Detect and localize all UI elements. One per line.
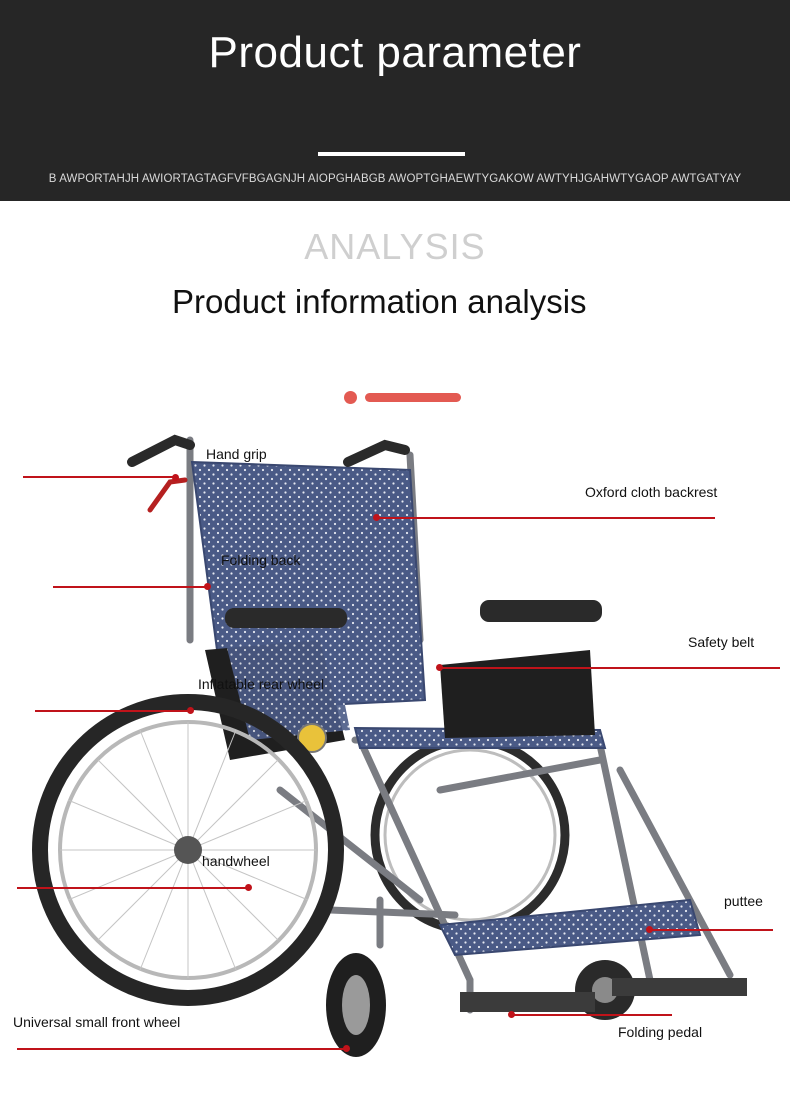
callout-line-rear-wheel xyxy=(35,710,190,712)
near-rear-wheel xyxy=(32,694,344,1006)
header-banner: Product parameter B AWPORTAHJH AWIORTAGT… xyxy=(0,0,790,201)
callout-dot-oxford-backrest xyxy=(373,514,380,521)
callout-hand-grip: Hand grip xyxy=(206,446,267,462)
callout-puttee: puttee xyxy=(724,893,763,909)
callout-dot-front-wheel xyxy=(343,1045,350,1052)
callout-dot-safety-belt xyxy=(436,664,443,671)
armrests xyxy=(225,600,602,628)
callout-safety-belt: Safety belt xyxy=(688,634,755,650)
page-title: Product parameter xyxy=(208,28,582,77)
callout-line-folding-pedal xyxy=(512,1014,672,1016)
callout-line-folding-back xyxy=(53,586,208,588)
hand-grips xyxy=(127,434,410,467)
callout-line-front-wheel xyxy=(17,1048,347,1050)
callout-line-oxford-backrest xyxy=(377,517,715,519)
near-front-wheel xyxy=(326,953,386,1057)
callout-folding-pedal: Folding pedal xyxy=(618,1024,703,1040)
callout-line-safety-belt xyxy=(440,667,780,669)
calf-strap xyxy=(438,898,702,957)
callout-dot-hand-grip xyxy=(172,474,179,481)
wheelchair-image xyxy=(32,434,747,1057)
side-panel xyxy=(440,650,595,738)
section-title: Product information analysis xyxy=(172,283,587,320)
callout-line-handwheel xyxy=(17,887,249,889)
callout-dot-handwheel xyxy=(245,884,252,891)
callout-front-wheel: Universal small front wheel xyxy=(13,1014,181,1030)
callout-oxford-backrest: Oxford cloth backrest xyxy=(585,484,718,500)
callout-folding-back: Folding back xyxy=(221,552,301,568)
callout-dot-folding-pedal xyxy=(508,1011,515,1018)
header-subtitle: B AWPORTAHJH AWIORTAGTAGFVFBGAGNJH AIOPG… xyxy=(48,173,742,185)
callout-line-hand-grip xyxy=(23,476,175,478)
accent-bar xyxy=(365,393,461,402)
footplate-right xyxy=(612,978,747,996)
title-underline xyxy=(318,152,465,156)
footplate-left xyxy=(460,992,595,1012)
callout-line-puttee xyxy=(650,929,773,931)
callout-rear-wheel: Inflatable rear wheel xyxy=(198,676,325,692)
callout-handwheel: handwheel xyxy=(202,853,270,869)
callout-dot-rear-wheel xyxy=(187,707,194,714)
analysis-watermark: ANALYSIS xyxy=(304,226,486,267)
accent-dot xyxy=(344,391,357,404)
callout-dot-puttee xyxy=(646,926,653,933)
callout-dot-folding-back xyxy=(204,583,211,590)
